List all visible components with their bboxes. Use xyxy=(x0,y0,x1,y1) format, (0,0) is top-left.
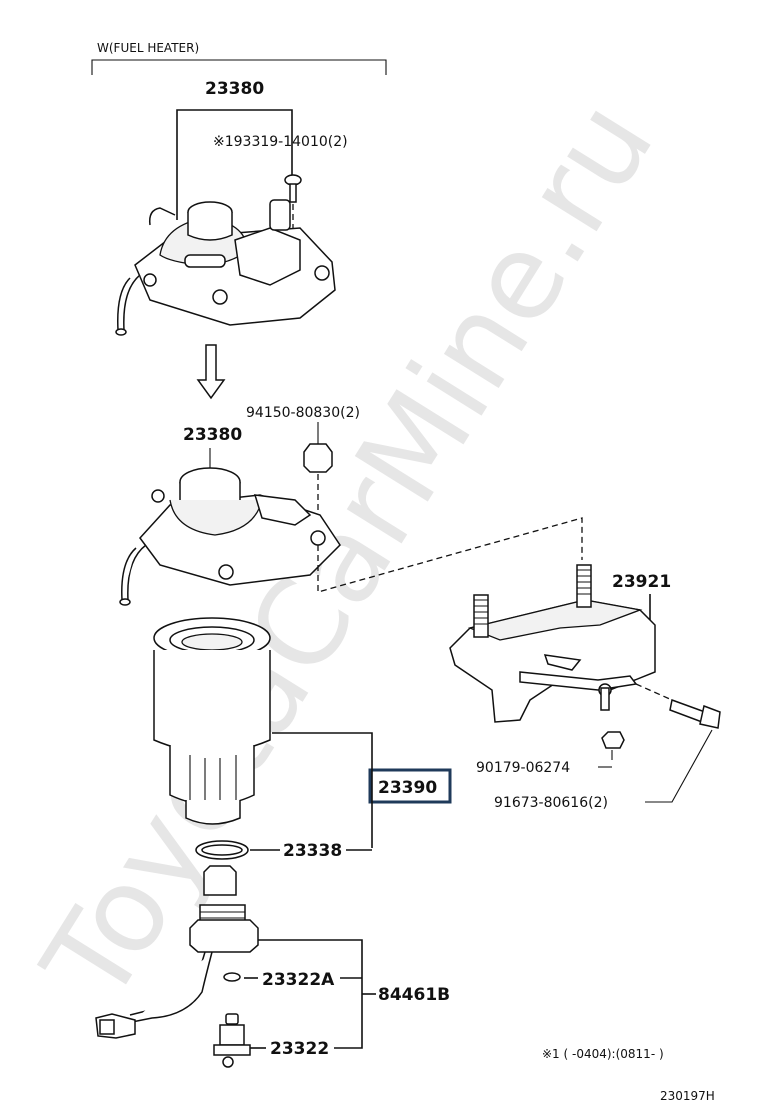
watermark-text: ToyotaCarMine.ru xyxy=(16,78,680,1026)
fuel-heater-group-label: W(FUEL HEATER) xyxy=(97,41,199,55)
leader-91673 xyxy=(645,729,713,803)
diagram-id: 230197H xyxy=(660,1089,715,1103)
bracket-23921-part xyxy=(449,564,673,723)
part-label-23380-top[interactable]: 23380 xyxy=(205,79,264,99)
water-sensor-84461b-part xyxy=(95,865,259,1039)
part-label-94150[interactable]: 94150-80830(2) xyxy=(246,405,360,421)
leader-23380-top xyxy=(176,109,293,220)
part-label-23390[interactable]: 23390 xyxy=(378,778,437,798)
filter-head-with-heater-part xyxy=(115,199,336,336)
footnote-text: ※1 ( -0404):(0811- ) xyxy=(542,1047,664,1061)
fuel-heater-bracket xyxy=(91,59,387,75)
bolt-91673-part xyxy=(669,698,721,729)
part-label-23380-mid[interactable]: 23380 xyxy=(183,425,242,445)
leader-23390 xyxy=(272,732,373,848)
o-ring-23338-part xyxy=(195,840,249,860)
leader-84461b-bracket xyxy=(258,939,363,1049)
part-23390-highlight-box[interactable] xyxy=(368,768,452,804)
arrow-down-icon xyxy=(196,344,226,400)
bolt-90179-part xyxy=(601,731,625,760)
part-label-91673[interactable]: 91673-80616(2) xyxy=(494,795,608,811)
nut-94150-part xyxy=(303,443,333,530)
part-label-23921[interactable]: 23921 xyxy=(612,572,671,592)
part-label-23338[interactable]: 23338 xyxy=(283,841,342,861)
o-ring-23322a-part xyxy=(223,972,241,982)
part-label-90179[interactable]: 90179-06274 xyxy=(476,760,570,776)
filter-head-part xyxy=(119,467,341,606)
plug-23322-part xyxy=(213,1013,251,1068)
mounting-dashed-line xyxy=(317,517,583,593)
part-label-23322a[interactable]: 23322A xyxy=(262,970,335,990)
part-label-93319[interactable]: ※193319-14010(2) xyxy=(213,134,348,150)
part-label-84461b[interactable]: 84461B xyxy=(378,985,450,1005)
part-label-23322[interactable]: 23322 xyxy=(270,1039,329,1059)
fuel-filter-cartridge-part xyxy=(153,617,271,825)
